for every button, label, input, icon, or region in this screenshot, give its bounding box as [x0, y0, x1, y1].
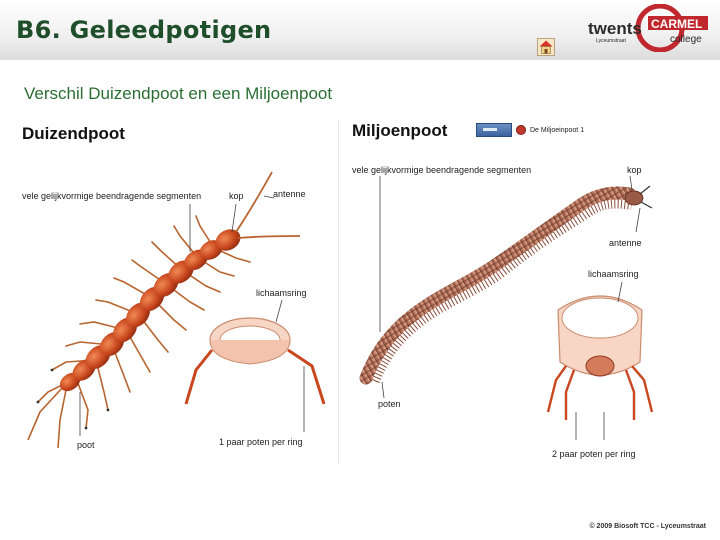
millipede-label-pairs: 2 paar poten per ring	[552, 449, 636, 459]
centipede-label-segments: vele gelijkvormige beendragende segmente…	[22, 191, 202, 201]
centipede-label-leg: poot	[77, 440, 95, 450]
slide-title: B6. Geleedpotigen	[16, 16, 272, 44]
column-divider	[338, 120, 339, 465]
video-link-label: De Miljoeinpoot 1	[530, 126, 585, 134]
slide-subtitle: Verschil Duizendpoot en een Miljoenpoot	[24, 84, 333, 103]
centipede-label-antenna: antenne	[273, 189, 306, 199]
centipede-ring	[184, 299, 326, 432]
millipede-body	[359, 186, 637, 385]
logo-location: Lyceumstraat	[596, 38, 626, 44]
logo-brand-main: twents	[588, 19, 642, 38]
centipede-label-pairs: 1 paar poten per ring	[219, 437, 303, 447]
centipede-body	[59, 229, 241, 392]
centipede-drawing	[27, 171, 326, 449]
footer-copyright: © 2009 Biosoft TCC - Lyceumstraat	[589, 523, 706, 530]
video-thumbnail-icon	[476, 123, 512, 137]
millipede-title: Miljoenpoot	[352, 121, 448, 140]
video-link[interactable]: De Miljoeinpoot 1	[476, 123, 584, 137]
school-logo: twents CARMEL college Lyceumstraat	[588, 4, 708, 52]
millipede-ring	[546, 281, 654, 440]
logo-brand-sub: college	[670, 34, 702, 45]
centipede-antenna-icon	[235, 171, 273, 233]
home-icon[interactable]	[537, 38, 555, 56]
millipede-label-legs: poten	[378, 399, 401, 409]
millipede-label-ring: lichaamsring	[588, 269, 639, 279]
logo-brand-name: CARMEL	[651, 17, 702, 31]
slide-header	[0, 0, 720, 60]
centipede-label-head: kop	[229, 191, 244, 201]
millipede-drawing	[359, 175, 654, 440]
millipede-label-antenna: antenne	[609, 238, 642, 248]
video-play-icon	[516, 125, 526, 135]
millipede-antenna-icon	[640, 201, 653, 209]
millipede-label-segments: vele gelijkvormige beendragende segmente…	[352, 165, 532, 175]
centipede-label-ring: lichaamsring	[256, 288, 307, 298]
centipede-title: Duizendpoot	[22, 124, 125, 143]
millipede-label-head: kop	[627, 165, 642, 175]
